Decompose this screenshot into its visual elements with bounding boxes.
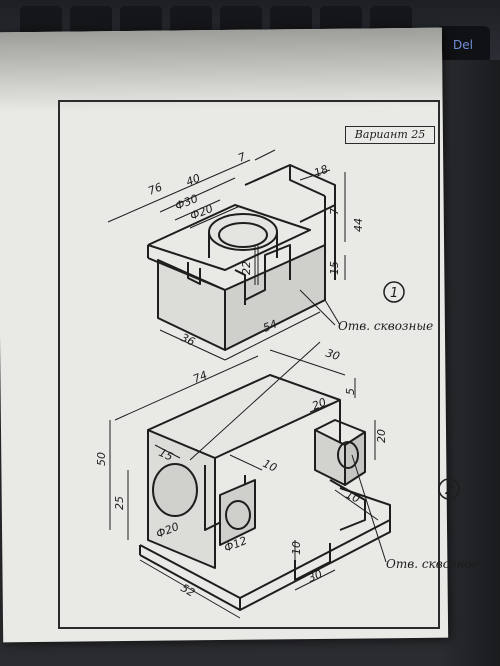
dim-74: 74 xyxy=(191,368,209,385)
part-2-number: 2 xyxy=(445,483,453,498)
dim-36: 36 xyxy=(179,331,197,349)
dim-52: 52 xyxy=(179,581,198,599)
part-2-drawing: 74 30 5 20 20 50 25 15 10 Ф20 Ф12 10 10 … xyxy=(95,341,479,619)
desk-background xyxy=(440,60,500,666)
dim-10-step: 10 xyxy=(261,457,279,475)
dim-30-bottom: 30 xyxy=(306,567,324,584)
dim-76: 76 xyxy=(146,180,164,197)
dim-20-top: 20 xyxy=(310,395,328,412)
dim-5: 5 xyxy=(344,388,357,395)
part-1-number: 1 xyxy=(390,286,398,301)
dim-54: 54 xyxy=(261,317,279,334)
dim-10-notch: 10 xyxy=(290,541,303,555)
dim-40: 40 xyxy=(184,171,202,188)
dim-50: 50 xyxy=(95,452,108,466)
variant-label: Вариант 25 xyxy=(345,126,435,144)
dim-15: 15 xyxy=(328,261,341,275)
dim-7-side: 7 xyxy=(328,208,341,215)
del-key: Del xyxy=(436,26,490,64)
dim-25: 25 xyxy=(113,496,126,510)
dim-15: 15 xyxy=(157,446,175,464)
dim-20-side: 20 xyxy=(375,429,388,443)
part-2-note: Отв. сквозное xyxy=(386,557,479,571)
part-1-drawing: 76 40 7 18 Ф30 Ф20 7 44 22 15 36 54 Отв.… xyxy=(107,149,433,361)
drawing-frame xyxy=(58,100,440,629)
dim-44: 44 xyxy=(352,218,365,232)
part-1-note: Отв. сквозные xyxy=(338,319,433,333)
dim-18: 18 xyxy=(312,162,330,179)
dim-30-top: 30 xyxy=(324,346,341,363)
dim-22: 22 xyxy=(240,261,253,275)
dim-7-top: 7 xyxy=(236,150,247,165)
dim-10-plate: 10 xyxy=(344,488,362,506)
